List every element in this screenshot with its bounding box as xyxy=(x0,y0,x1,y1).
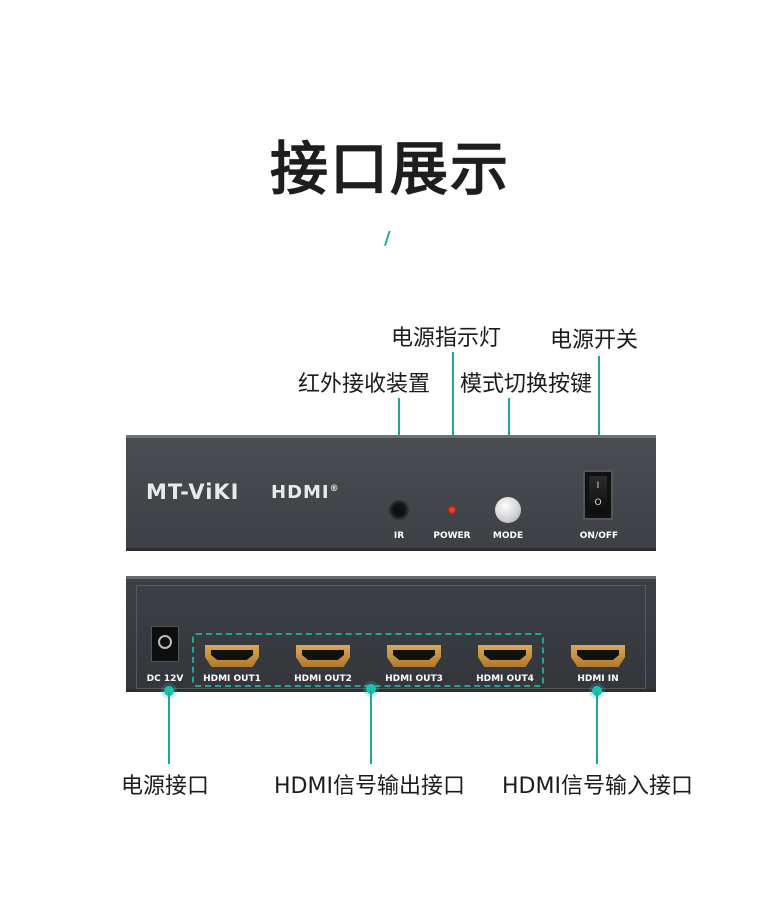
leader-line-power-led xyxy=(452,352,454,474)
back-panel-inner xyxy=(136,585,646,689)
callout-ir-receiver: 红外接收装置 xyxy=(298,372,431,397)
hdmi-out-group-outline xyxy=(192,633,544,687)
dc-label: DC 12V xyxy=(146,674,184,684)
hdmi-out3-label: HDMI OUT3 xyxy=(385,674,443,684)
leader-line-switch xyxy=(598,356,600,456)
hdmi-in-label: HDMI IN xyxy=(577,674,619,684)
hdmi-logo: HDMI® xyxy=(271,482,340,503)
callout-hdmi-out: HDMI信号输出接口 xyxy=(274,774,465,799)
hdmi-out4-slot xyxy=(484,650,526,660)
hdmi-in-port xyxy=(571,645,625,667)
hdmi-out1-port xyxy=(205,645,259,667)
front-panel: MT-ViKI HDMI® IR POWER MODE I O ON/OFF xyxy=(126,435,656,551)
power-led-icon xyxy=(448,506,456,514)
switch-off-mark: O xyxy=(594,498,602,508)
hdmi-out4-label: HDMI OUT4 xyxy=(476,674,534,684)
leader-line-out xyxy=(370,690,372,764)
callout-power-led: 电源指示灯 xyxy=(391,326,502,351)
dc-power-jack-icon xyxy=(151,626,179,662)
switch-on-mark: I xyxy=(596,481,600,491)
page-title: 接口展示 xyxy=(269,135,510,203)
mode-label: MODE xyxy=(492,531,524,541)
hdmi-logo-text: HDMI xyxy=(271,482,330,503)
leader-dot-in xyxy=(592,686,602,696)
ir-receiver-icon xyxy=(389,500,409,520)
leader-line-dc xyxy=(168,692,170,764)
brand-logo: MT-ViKI xyxy=(146,480,240,504)
hdmi-out3-port xyxy=(387,645,441,667)
hdmi-in-slot xyxy=(577,650,619,660)
leader-line-in xyxy=(596,692,598,764)
hdmi-out2-port xyxy=(296,645,350,667)
power-label: POWER xyxy=(433,531,471,541)
switch-label: ON/OFF xyxy=(579,531,619,541)
ir-label: IR xyxy=(393,531,405,541)
power-switch[interactable]: I O xyxy=(583,470,613,520)
hdmi-out2-slot xyxy=(302,650,344,660)
power-switch-rocker: I O xyxy=(589,476,607,514)
title-accent-slash: / xyxy=(384,228,391,249)
hdmi-out3-slot xyxy=(393,650,435,660)
mode-button[interactable] xyxy=(495,497,521,523)
leader-dot-out xyxy=(366,684,376,694)
callout-hdmi-in: HDMI信号输入接口 xyxy=(502,774,693,799)
dc-jack-ring xyxy=(158,635,172,649)
hdmi-out1-slot xyxy=(211,650,253,660)
callout-mode-switch: 模式切换按键 xyxy=(460,372,593,397)
callout-dc-port: 电源接口 xyxy=(121,774,210,799)
callout-power-switch: 电源开关 xyxy=(550,328,639,353)
hdmi-out2-label: HDMI OUT2 xyxy=(294,674,352,684)
hdmi-out4-port xyxy=(478,645,532,667)
hdmi-logo-reg: ® xyxy=(329,484,340,494)
hdmi-out1-label: HDMI OUT1 xyxy=(203,674,261,684)
leader-dot-dc xyxy=(164,686,174,696)
